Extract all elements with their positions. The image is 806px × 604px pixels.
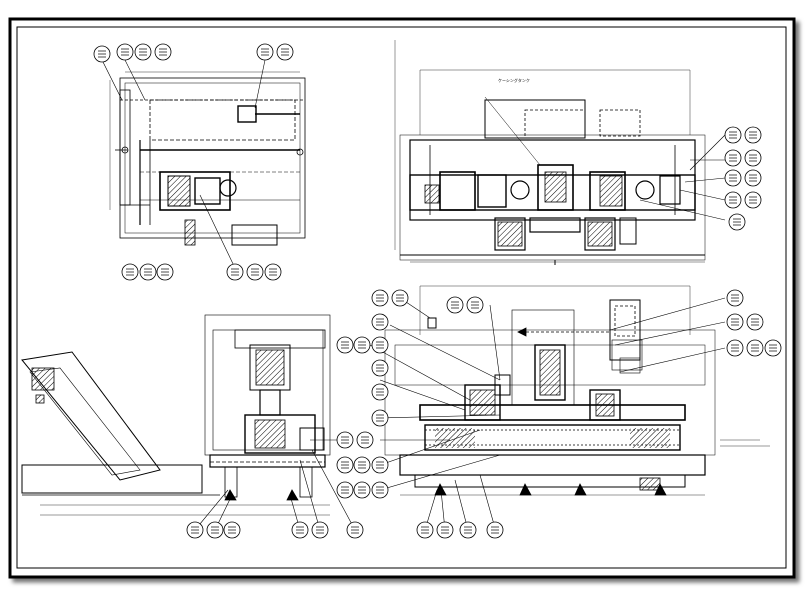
view-bottom-left-side: [21, 314, 331, 516]
view-top-left-plan: [109, 71, 306, 246]
leader-lines: [101, 59, 726, 531]
sheet-inner-border: [16, 26, 787, 569]
caption-casing-tank: ケーシングタンク: [498, 77, 530, 83]
balloon-callouts: [93, 43, 782, 539]
view-bottom-right-elevation: [384, 285, 770, 496]
view-top-right-elevation: ケーシングタンク: [394, 40, 706, 265]
